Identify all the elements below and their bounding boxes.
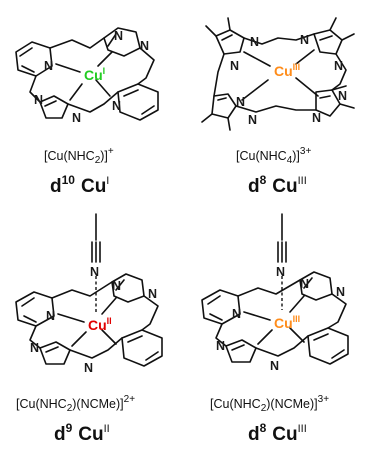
nitrogen-label: N [276,265,285,279]
nitrogen-label: N [112,279,121,293]
nitrogen-label: N [140,39,149,53]
metal-center-label: CuIII [274,62,300,79]
macrocycle-ligand [15,27,159,121]
metal-center-label: CuI [84,66,105,83]
nitrogen-label: N [336,285,345,299]
nitrogen-label: N [300,277,309,291]
nitrogen-label: N [148,287,157,301]
nitrogen-label: N [232,307,241,321]
acetonitrile-ligand [91,213,101,314]
nitrogen-label: N [236,95,245,109]
nitrogen-label: N [46,309,55,323]
nitrogen-label: N [300,33,309,47]
nitrogen-label: N [338,89,347,103]
nitrogen-label: N [72,111,81,125]
formula-caption: [Cu(NHC2)(NCMe)]2+ [16,394,135,414]
formula-caption: [Cu(NHC2)(NCMe)]3+ [210,394,329,414]
formula-caption: [Cu(NHC2)]+ [44,146,114,166]
nitrogen-label: N [216,339,225,353]
metal-center-label: CuIII [274,314,300,331]
macrocycle-ligand [201,271,349,365]
nitrogen-label: N [334,59,343,73]
formula-caption: [Cu(NHC4)]3+ [236,146,311,166]
nitrogen-label: N [30,341,39,355]
metal-center-label: CuII [88,316,112,333]
nitrogen-label: N [112,99,121,113]
nitrogen-label: N [114,29,123,43]
nitrogen-label: N [312,111,321,125]
nitrogen-label: N [34,93,43,107]
nitrogen-label: N [270,359,279,373]
nitrogen-label: N [44,59,53,73]
macrocycle-ligand [201,17,355,131]
macrocycle-ligand [15,273,163,367]
acetonitrile-ligand [277,213,287,310]
nitrogen-label: N [230,59,239,73]
nitrogen-label: N [248,113,257,127]
nitrogen-label: N [250,35,259,49]
nitrogen-label: N [90,265,99,279]
nitrogen-label: N [84,361,93,375]
